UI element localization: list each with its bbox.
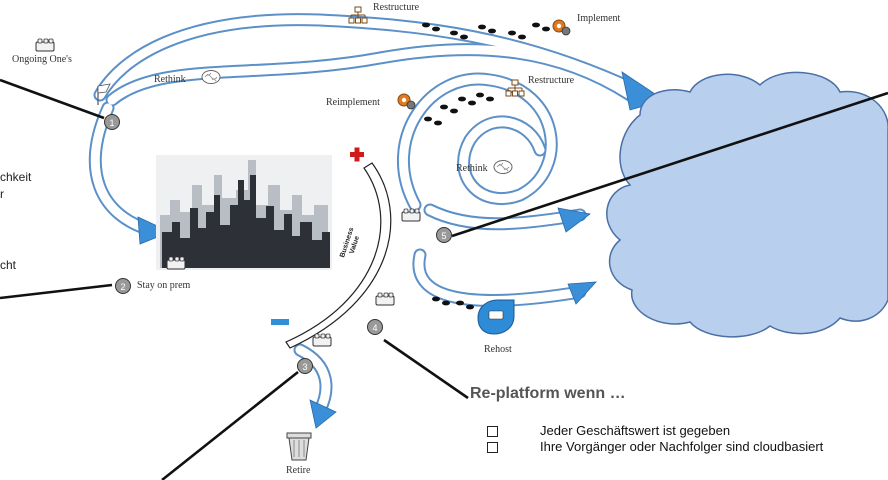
trash-icon [286,432,312,461]
marker-3: 3 [297,358,313,374]
arrow-rehost [567,281,597,305]
label-rehost: Rehost [484,344,512,355]
label-rethink-top: Rethink [154,74,186,85]
label-ongoing: Ongoing One's [12,54,72,65]
fragment-text-2: r [0,187,4,201]
rehost-brick-icon [375,292,395,306]
plus-icon [350,147,364,162]
reimplement-brick-icon [401,208,421,222]
label-restructure-mid: Restructure [528,75,575,86]
marker-1: 1 [104,114,120,130]
arrow-reimplement [557,207,591,233]
rethink-mid-brain-icon [493,160,513,174]
business-value-bar [285,162,392,349]
cloud-shape [606,71,888,338]
label-stay-on-prem: Stay on prem [137,280,191,291]
arrow-retire [309,399,337,429]
checklist-item-2: Ihre Vorgänger oder Nachfolger sind clou… [487,439,840,454]
label-reimplement: Reimplement [326,97,380,108]
fragment-text-1: chkeit [0,170,32,184]
arrow-stayprem [137,216,172,245]
city-skyline-image [156,155,332,270]
marker-4: 4 [367,319,383,335]
ongoing-brick-icon [35,38,55,52]
label-implement: Implement [577,13,621,24]
minus-icon [271,319,289,325]
checkbox-icon [487,426,498,438]
rethink-top-brain-icon [201,70,221,84]
flag-icon [97,83,111,105]
checkbox-icon [487,442,498,454]
restructure-top-icon [348,6,368,24]
fragment-text-3: cht [0,258,17,272]
reimplement-gear-icon [397,93,416,110]
marker-5: 5 [436,227,452,243]
label-retire: Retire [286,465,311,476]
callout-lines [0,78,888,480]
stayprem-brick-icon [166,256,186,270]
arrowheads [137,71,665,429]
retire-brick-icon [312,333,332,347]
replatform-heading: Re-platform wenn … [470,385,626,402]
marker-2: 2 [115,278,131,294]
rehost-badge-icon [477,299,515,335]
label-rethink-mid: Rethink [456,163,488,174]
label-restructure-top: Restructure [373,2,420,13]
checklist-item-1: Jeder Geschäftswert ist gegeben [487,423,840,438]
implement-gear-icon [552,19,571,36]
